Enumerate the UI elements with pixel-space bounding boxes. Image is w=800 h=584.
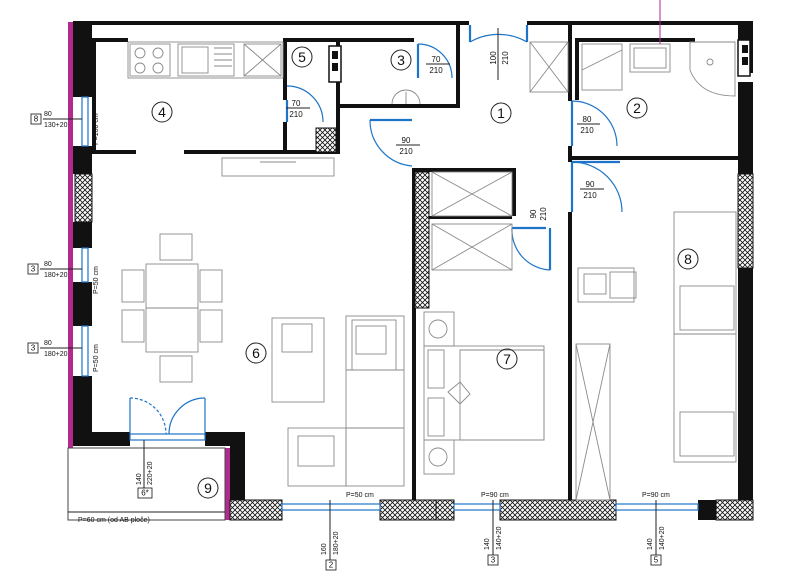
window-3b-width: 80 [44,340,52,347]
room-3-fixture [391,89,421,105]
door-8-width: 90 [586,180,595,189]
window-3a-height: 180+20 [44,272,68,279]
door-entry-height: 210 [501,51,510,65]
door-8-height: 210 [583,191,597,200]
bathroom-2-fixtures [581,0,736,97]
bed7-window-tag: 3 [491,556,496,565]
bed8-window-sill: P=90 cm [642,492,670,499]
exterior-finish-balcony [225,448,230,520]
bed8-window-width: 140 [647,538,654,550]
room-3-label: 3 [397,52,405,68]
exterior-finish-left [68,22,73,448]
bed7-window-sill: P=90 cm [481,492,509,499]
doors [285,25,623,271]
door-hall-height: 210 [399,147,413,156]
living-window-height: 180+20 [333,531,340,555]
door-dimensions: 70 210 70 210 100 210 90 210 80 210 90 2… [286,51,604,221]
room-9-label: 9 [204,480,212,496]
balcony [67,397,226,521]
room-labels: 1 2 3 4 5 6 7 8 9 [151,46,699,499]
window-6-width: 140 [136,473,143,485]
door-2-height: 210 [580,126,594,135]
window-8-sill: P=100 cm [93,113,100,145]
windows-bottom [281,503,699,511]
bed7-window-width: 140 [484,538,491,550]
room-5-label: 5 [298,49,306,65]
door-4-width: 70 [292,99,301,108]
door-3-height: 210 [429,66,443,75]
room-6-label: 6 [252,345,260,361]
window-3b-height: 180+20 [44,351,68,358]
room-8-label: 8 [684,251,692,267]
living-window-sill: P=50 cm [346,492,374,499]
kitchen-counter [127,41,335,177]
sofa-set [271,315,405,487]
bedroom-8-furniture [575,211,737,501]
bed8-window-tag: 5 [654,556,659,565]
room-4-label: 4 [158,104,166,120]
window-3b-tag: 3 [31,344,36,353]
room-1-label: 1 [497,105,505,121]
door-3-width: 70 [432,55,441,64]
bed8-window-height: 140+20 [659,526,666,550]
dining-table [121,233,223,383]
living-window-tag: 2 [329,561,334,570]
walls [73,21,753,520]
window-6-tag: 6* [141,489,149,498]
double-bed [423,311,545,475]
windows-left [81,96,89,377]
door-4-height: 210 [289,110,303,119]
window-6-height: 220+20 [147,461,154,485]
window-3a-tag: 3 [31,265,36,274]
door-2-width: 80 [583,115,592,124]
structural-columns [74,127,754,521]
room-7-label: 7 [503,351,511,367]
living-window-width: 160 [321,543,328,555]
window-8-height: 130+20 [44,122,68,129]
door-hall-width: 90 [402,136,411,145]
window-3b-sill: P=50 cm [93,344,100,372]
hall-fixtures [431,41,569,271]
window-8-width: 80 [44,111,52,118]
room-2-label: 2 [633,100,641,116]
window-callouts-left: 8 80 130+20 P=100 cm 3 80 180+20 P=50 cm… [27,111,100,372]
window-6-callout: 140 220+20 6* P=60 cm (od AB ploče) [78,440,154,524]
door-entry-width: 100 [489,51,498,65]
bed7-window-height: 140+20 [496,526,503,550]
balcony-note: P=60 cm (od AB ploče) [78,517,150,524]
window-8-tag: 8 [34,115,39,124]
door-7-width: 90 [529,209,538,218]
window-3a-width: 80 [44,261,52,268]
window-3a-sill: P=50 cm [93,266,100,294]
door-7-height: 210 [539,207,548,221]
window-callouts-bottom: P=50 cm 160 180+20 2 P=90 cm 140 140+20 … [321,492,670,571]
